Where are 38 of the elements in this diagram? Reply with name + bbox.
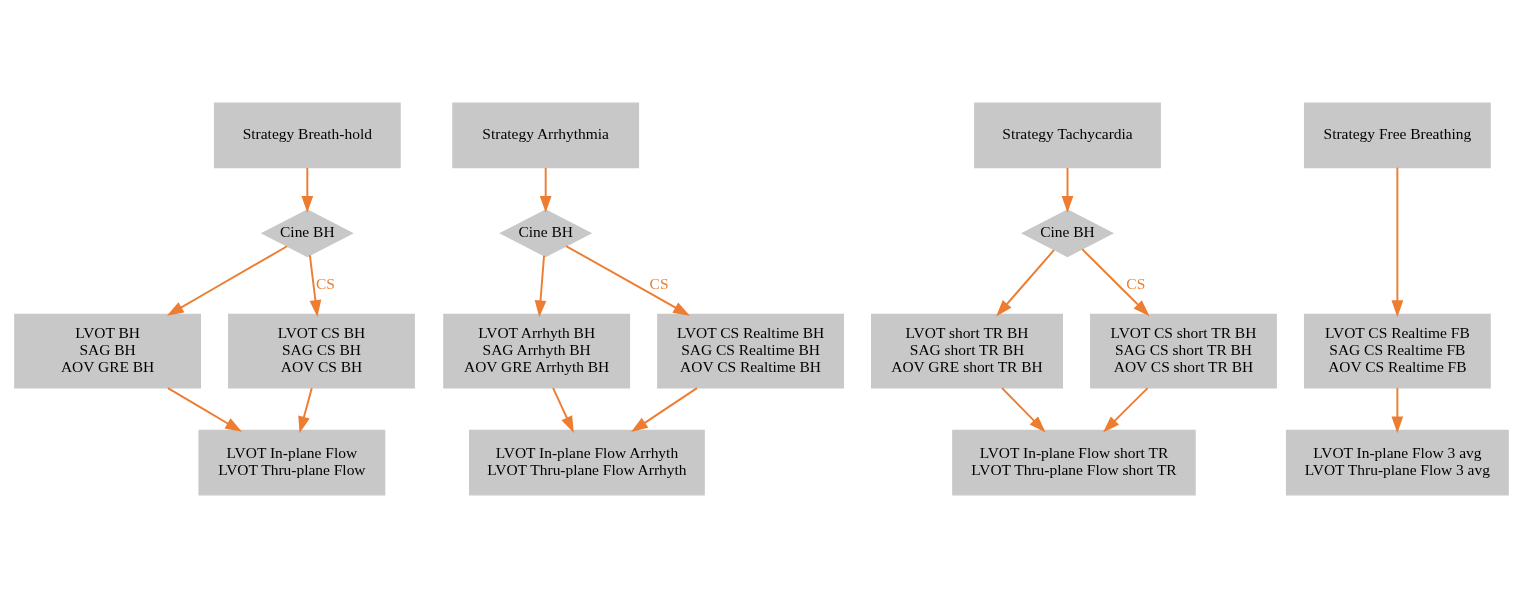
arrow xyxy=(539,166,552,213)
node-box: LVOT In-plane Flow LVOT Thru-plane Flow xyxy=(198,429,386,496)
arrow xyxy=(1081,248,1150,317)
node-box: LVOT In-plane Flow Arrhyth LVOT Thru-plane Flow Arrhyth xyxy=(469,429,705,496)
edge-label: CS xyxy=(649,275,669,293)
arrow xyxy=(552,387,574,434)
arrow xyxy=(1391,166,1404,318)
arrow xyxy=(308,254,322,317)
arrow xyxy=(301,166,314,213)
node-box: LVOT CS short TR BH SAG CS short TR BH AOV CS short TR BH xyxy=(1090,313,1277,389)
node-box: Strategy Breath-hold xyxy=(213,102,401,169)
node-box: LVOT short TR BH SAG short TR BH AOV GRE short TR BH xyxy=(871,313,1063,389)
edge-label: CS xyxy=(1126,275,1146,293)
node-box: Strategy Arrhythmia xyxy=(452,102,640,169)
node-box: LVOT In-plane Flow short TR LVOT Thru-plane Flow short TR xyxy=(952,429,1196,496)
node-diamond: Cine BH xyxy=(1021,209,1115,258)
arrow xyxy=(1391,387,1404,434)
arrow xyxy=(298,387,313,434)
arrow xyxy=(534,254,547,318)
node-diamond: Cine BH xyxy=(499,209,593,258)
node-box: Strategy Free Breathing xyxy=(1303,102,1491,169)
arrow xyxy=(1061,166,1074,213)
node-box: LVOT CS Realtime FB SAG CS Realtime FB AOV CS Realtime FB xyxy=(1303,313,1491,389)
arrow xyxy=(996,249,1055,317)
node-box: LVOT CS Realtime BH SAG CS Realtime BH AOV CS Realtime BH xyxy=(657,313,844,389)
node-box: LVOT CS BH SAG CS BH AOV CS BH xyxy=(228,313,415,389)
arrow xyxy=(1103,387,1149,433)
node-box: LVOT Arrhyth BH SAG Arrhyth BH AOV GRE Arrhyth BH xyxy=(443,313,631,389)
arrow xyxy=(166,387,242,432)
arrow xyxy=(565,245,690,316)
node-diamond: Cine BH xyxy=(260,209,354,258)
edge-label: CS xyxy=(315,275,335,293)
node-box: LVOT BH SAG BH AOV GRE BH xyxy=(14,313,202,389)
node-box: Strategy Tachycardia xyxy=(974,102,1161,169)
arrow xyxy=(166,245,289,316)
arrow xyxy=(631,387,698,432)
arrow xyxy=(1001,387,1046,433)
node-box: LVOT In-plane Flow 3 avg LVOT Thru-plane Flow 3 avg xyxy=(1285,429,1509,496)
